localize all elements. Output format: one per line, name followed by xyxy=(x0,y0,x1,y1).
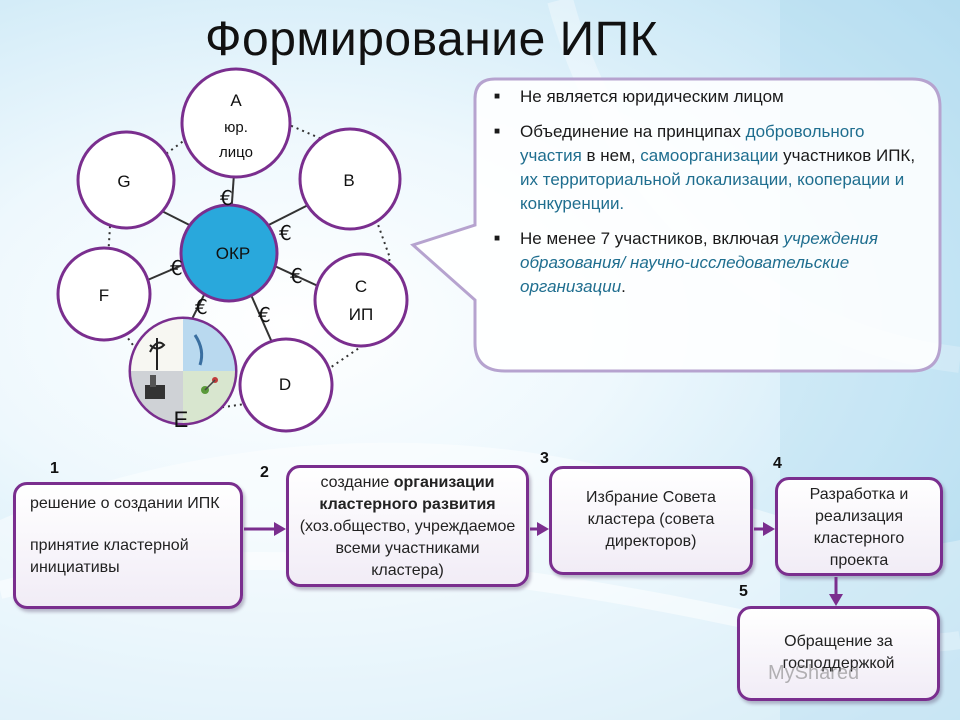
step-4-text: Разработка и реализация кластерного прое… xyxy=(809,486,909,569)
step-number-2: 2 xyxy=(260,464,269,481)
callout-item-3-a: Не менее 7 участников, включая xyxy=(520,229,784,248)
callout-item-2-e: участников ИПК, xyxy=(778,146,916,165)
callout-item-2-a: Объединение на принципах xyxy=(520,122,746,141)
node-a xyxy=(180,67,292,179)
step-1-text-a: решение о создании ИПК xyxy=(30,495,220,512)
step-2-box: создание организации кластерного развити… xyxy=(286,465,529,587)
node-a-line1: юр. xyxy=(224,119,248,136)
step-number-5: 5 xyxy=(739,583,748,600)
node-b xyxy=(298,127,402,231)
node-c-line: ИП xyxy=(349,305,373,324)
step-1-text-b: принятие кластерной инициативы xyxy=(30,537,189,576)
node-a-letter: А xyxy=(230,91,242,110)
euro-sign: € xyxy=(220,186,233,210)
node-a-line2: лицо xyxy=(219,144,253,161)
node-c xyxy=(313,252,409,348)
step-2-text-a: создание xyxy=(320,474,394,491)
step-number-4: 4 xyxy=(773,455,782,472)
step-number-3: 3 xyxy=(540,450,549,467)
node-b-label: B xyxy=(343,171,354,190)
step-2-text-b: организации кластерного развития xyxy=(319,474,496,513)
bullet-icon: ■ xyxy=(494,233,501,244)
euro-sign: € xyxy=(279,221,292,245)
euro-sign: € xyxy=(258,303,271,327)
callout-item: ■ Не менее 7 участников, включая учрежде… xyxy=(492,227,922,299)
callout-item-2-f: их территориальной локализации, кооперац… xyxy=(520,170,905,213)
page-title: Формирование ИПК xyxy=(205,13,659,66)
node-g xyxy=(76,130,176,230)
step-2-text-c: (хоз.общество, учреждаемое всеми участни… xyxy=(299,518,516,579)
step-3-text: Избрание Совета кластера (совета директо… xyxy=(586,489,716,550)
callout-item: ■ Объединение на принципах добровольного… xyxy=(492,120,922,216)
step-4-box: Разработка и реализация кластерного прое… xyxy=(775,477,943,576)
node-d-label: D xyxy=(279,375,291,394)
euro-sign: € xyxy=(170,256,183,280)
center-node-okr xyxy=(179,203,279,303)
callout-item-2-b: добровольного участия xyxy=(520,122,865,165)
node-f xyxy=(56,246,152,342)
step-1-box: решение о создании ИПК принятие кластерн… xyxy=(13,482,243,609)
bullet-icon: ■ xyxy=(494,126,501,137)
node-c-letter: С xyxy=(355,277,367,296)
node-d xyxy=(238,337,334,433)
euro-sign: € xyxy=(290,264,303,288)
node-g-label: G xyxy=(117,172,130,191)
callout-item-2-c: в нем, xyxy=(581,146,641,165)
callout-item: ■ Не является юридическим лицом xyxy=(492,85,922,109)
step-5-box: Обращение за господдержкой xyxy=(737,606,940,701)
bullet-icon: ■ xyxy=(494,91,501,102)
node-e-picture xyxy=(128,316,238,426)
step-3-box: Избрание Совета кластера (совета директо… xyxy=(549,466,753,575)
node-f-label: F xyxy=(99,286,109,305)
euro-sign: € xyxy=(195,295,208,319)
callout-item-3-c: . xyxy=(621,277,626,296)
center-node-label: ОКР xyxy=(216,244,250,263)
callout-bubble xyxy=(410,77,942,373)
watermark-text: MyShared xyxy=(768,662,860,684)
step-number-1: 1 xyxy=(50,460,59,477)
callout-item-2-d: самоорганизации xyxy=(640,146,779,165)
step-5-text: Обращение за господдержкой xyxy=(782,633,895,672)
node-e-label: E xyxy=(174,407,189,432)
callout-list: ■ Не является юридическим лицом ■ Объеди… xyxy=(492,85,922,310)
callout-item-1-text: Не является юридическим лицом xyxy=(520,87,784,106)
callout-item-3-b: учреждения образования/ научно-исследова… xyxy=(520,229,879,296)
